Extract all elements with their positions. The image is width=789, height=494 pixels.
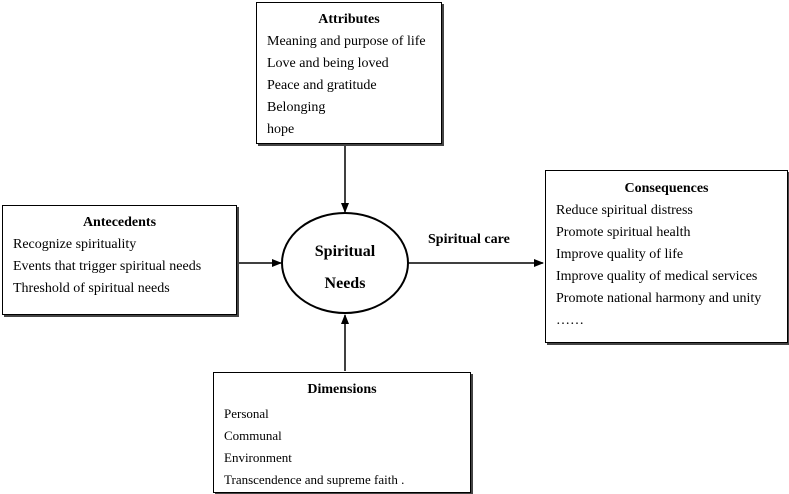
consequences-item: Promote spiritual health (556, 225, 691, 240)
attributes-item: Love and being loved (267, 56, 389, 71)
antecedents-box: Antecedents Recognize spirituality Event… (2, 205, 237, 315)
dimensions-item: Communal (224, 428, 282, 443)
dimensions-box: Dimensions Personal Communal Environment… (213, 372, 471, 493)
dimensions-item: Environment (224, 450, 292, 465)
consequences-item: …… (556, 313, 584, 328)
antecedents-title: Antecedents (82, 215, 157, 230)
attributes-item: Meaning and purpose of life (267, 34, 426, 49)
antecedents-item: Threshold of spiritual needs (13, 281, 170, 296)
consequences-item: Reduce spiritual distress (556, 203, 693, 218)
dimensions-title: Dimensions (307, 382, 377, 397)
consequences-box: Consequences Reduce spiritual distress P… (545, 170, 788, 343)
center-label-line2: Needs (324, 275, 366, 292)
edge-label-spiritual-care: Spiritual care (428, 232, 510, 247)
consequences-item: Improve quality of life (556, 247, 684, 262)
attributes-box: Attributes Meaning and purpose of life L… (256, 2, 442, 144)
consequences-item: Improve quality of medical services (556, 269, 758, 284)
attributes-item: Peace and gratitude (267, 78, 377, 93)
center-ellipse (281, 212, 409, 314)
antecedents-list: Recognize spirituality Events that trigg… (13, 234, 236, 300)
antecedents-item: Recognize spirituality (13, 237, 137, 252)
attributes-item: hope (267, 122, 295, 137)
dimensions-item: Transcendence and supreme faith . (224, 472, 405, 487)
consequences-list: Reduce spiritual distress Promote spirit… (556, 200, 787, 332)
antecedents-item: Events that trigger spiritual needs (13, 259, 202, 274)
consequences-title: Consequences (624, 181, 709, 196)
attributes-list: Meaning and purpose of life Love and bei… (267, 31, 441, 141)
center-label-line1: Spiritual (314, 243, 376, 260)
dimensions-list: Personal Communal Environment Transcende… (224, 403, 470, 491)
dimensions-item: Personal (224, 406, 269, 421)
attributes-item: Belonging (267, 100, 326, 115)
consequences-item: Promote national harmony and unity (556, 291, 762, 306)
attributes-title: Attributes (318, 12, 380, 27)
